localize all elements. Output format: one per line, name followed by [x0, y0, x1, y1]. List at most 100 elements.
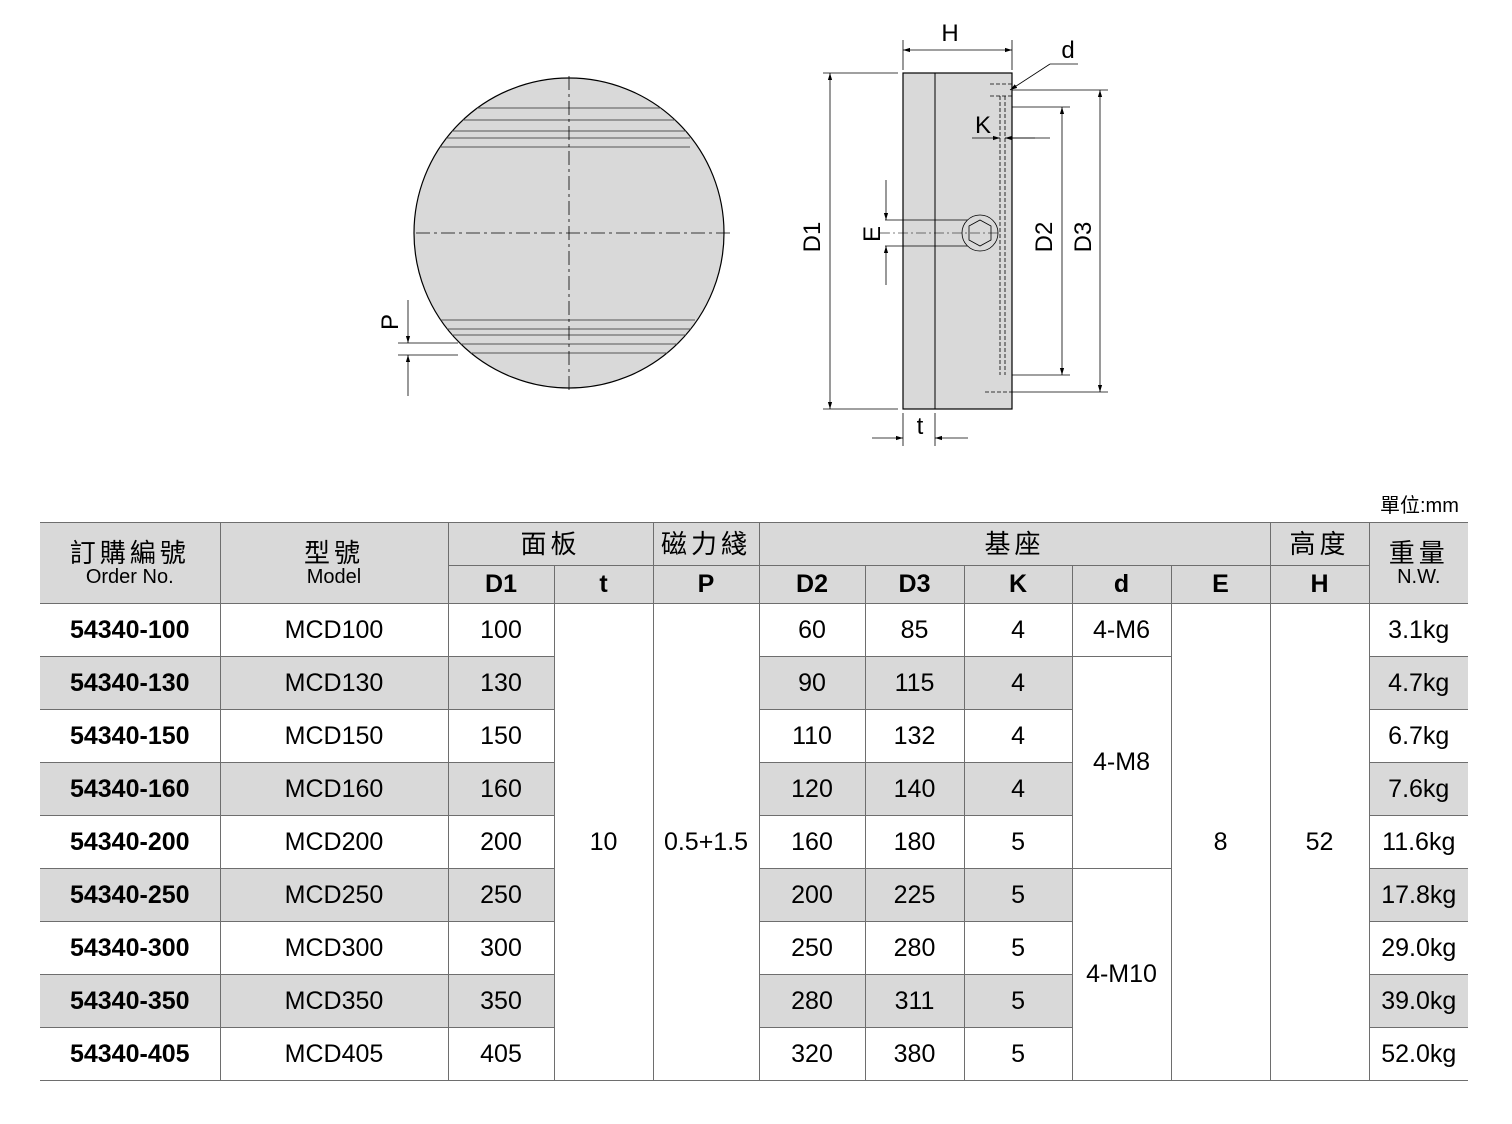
cell-model: MCD130 — [219, 656, 449, 710]
center-lines — [416, 76, 730, 392]
cell-D1: 130 — [447, 656, 555, 710]
cell-D3: 85 — [864, 603, 965, 657]
unit-label: 單位:mm — [1380, 495, 1459, 517]
header-d: d — [1071, 565, 1172, 604]
cell-K: 5 — [963, 921, 1073, 975]
header-D3: D3 — [864, 565, 965, 604]
cell-D1: 350 — [447, 974, 555, 1028]
cell-D1: 100 — [447, 603, 555, 657]
mounting-hole — [985, 83, 1012, 393]
cell-model: MCD300 — [219, 921, 449, 975]
cell-model: MCD405 — [219, 1027, 449, 1081]
header-order-cn: 訂購編號 — [69, 538, 190, 568]
cell-model: MCD350 — [219, 974, 449, 1028]
header-t: t — [553, 565, 654, 604]
cell-model: MCD150 — [219, 709, 449, 763]
cell-d-group1: 4-M6 — [1071, 603, 1172, 657]
cell-D1: 200 — [447, 815, 555, 869]
header-weight-cn: 重量 — [1388, 538, 1449, 568]
table-row: 54340-405 MCD405 405 320 380 5 52.0kg — [40, 1027, 1469, 1081]
cell-K: 4 — [963, 709, 1073, 763]
dim-t — [872, 413, 968, 446]
cell-weight: 7.6kg — [1368, 762, 1469, 816]
cell-model: MCD250 — [219, 868, 449, 922]
label-D2: D2 — [1031, 222, 1058, 253]
cell-D2: 280 — [758, 974, 866, 1028]
label-P: P — [377, 314, 404, 330]
cell-D3: 225 — [864, 868, 965, 922]
label-t: t — [917, 413, 924, 440]
cell-D2: 160 — [758, 815, 866, 869]
cell-weight: 17.8kg — [1368, 868, 1469, 922]
table-row: 54340-300 MCD300 300 250 280 5 29.0kg — [40, 921, 1469, 975]
cell-model: MCD200 — [219, 815, 449, 869]
cell-D1: 405 — [447, 1027, 555, 1081]
cell-D2: 320 — [758, 1027, 866, 1081]
cell-order: 54340-350 — [40, 974, 221, 1028]
cell-t: 10 — [553, 603, 654, 1081]
cell-order: 54340-250 — [40, 868, 221, 922]
cell-D3: 280 — [864, 921, 965, 975]
cell-weight: 6.7kg — [1368, 709, 1469, 763]
cell-D2: 250 — [758, 921, 866, 975]
header-K: K — [963, 565, 1073, 604]
table-row: 54340-100 MCD100 100 10 0.5+1.5 60 85 4 … — [40, 603, 1469, 1081]
cell-D1: 300 — [447, 921, 555, 975]
header-base: 基座 — [758, 522, 1271, 566]
header-P: P — [652, 565, 760, 604]
cell-order: 54340-100 — [40, 603, 221, 657]
table-row: 54340-200 MCD200 200 160 180 5 11.6kg — [40, 815, 1469, 869]
technical-drawing: P H d — [377, 20, 1108, 446]
cell-d-group3: 4-M10 — [1071, 868, 1172, 1081]
cell-d-group2: 4-M8 — [1071, 656, 1172, 869]
cell-K: 5 — [963, 1027, 1073, 1081]
header-order-en: Order No. — [85, 566, 174, 588]
cell-D3: 311 — [864, 974, 965, 1028]
cell-K: 5 — [963, 974, 1073, 1028]
dim-D3 — [1012, 89, 1108, 393]
header-model-cn: 型號 — [303, 538, 364, 568]
cell-order: 54340-300 — [40, 921, 221, 975]
cell-weight: 11.6kg — [1368, 815, 1469, 869]
header-model: 型號 Model — [219, 522, 449, 604]
header-pole: 磁力綫 — [652, 522, 760, 566]
cell-K: 4 — [963, 603, 1073, 657]
header-model-en: Model — [306, 566, 362, 588]
cell-D3: 132 — [864, 709, 965, 763]
cell-H: 52 — [1269, 603, 1370, 1081]
label-H: H — [941, 20, 958, 47]
cell-D3: 115 — [864, 656, 965, 710]
header-weight: 重量 N.W. — [1368, 522, 1469, 604]
cell-D1: 150 — [447, 709, 555, 763]
cell-weight: 29.0kg — [1368, 921, 1469, 975]
cell-D2: 90 — [758, 656, 866, 710]
front-view: P — [377, 76, 730, 396]
cell-D2: 200 — [758, 868, 866, 922]
header-row-2: D1 t P D2 D3 K d E H — [40, 565, 1468, 604]
table-row: 54340-150 MCD150 150 110 132 4 6.7kg — [40, 709, 1469, 763]
cell-D2: 120 — [758, 762, 866, 816]
header-D1: D1 — [447, 565, 555, 604]
cell-weight: 4.7kg — [1368, 656, 1469, 710]
spec-table: 訂購編號 Order No. 型號 Model 面板 磁力綫 基座 高度 重量 … — [40, 522, 1469, 1081]
label-K: K — [975, 112, 991, 139]
header-panel: 面板 — [447, 522, 654, 566]
header-H: H — [1269, 565, 1370, 604]
label-E: E — [859, 226, 886, 242]
dim-D2 — [1012, 106, 1070, 376]
cell-D2: 60 — [758, 603, 866, 657]
cell-order: 54340-150 — [40, 709, 221, 763]
cell-model: MCD100 — [219, 603, 449, 657]
table-row: 54340-250 MCD250 250 200 225 5 4-M10 17.… — [40, 868, 1469, 1081]
table-row: 54340-350 MCD350 350 280 311 5 39.0kg — [40, 974, 1469, 1028]
label-d: d — [1061, 37, 1074, 64]
cell-P: 0.5+1.5 — [652, 603, 760, 1081]
header-weight-en: N.W. — [1397, 566, 1441, 588]
cell-K: 5 — [963, 815, 1073, 869]
cell-model: MCD160 — [219, 762, 449, 816]
cell-order: 54340-405 — [40, 1027, 221, 1081]
label-D3: D3 — [1070, 222, 1097, 253]
label-D1: D1 — [799, 222, 826, 253]
cell-order: 54340-160 — [40, 762, 221, 816]
header-height: 高度 — [1269, 522, 1370, 566]
